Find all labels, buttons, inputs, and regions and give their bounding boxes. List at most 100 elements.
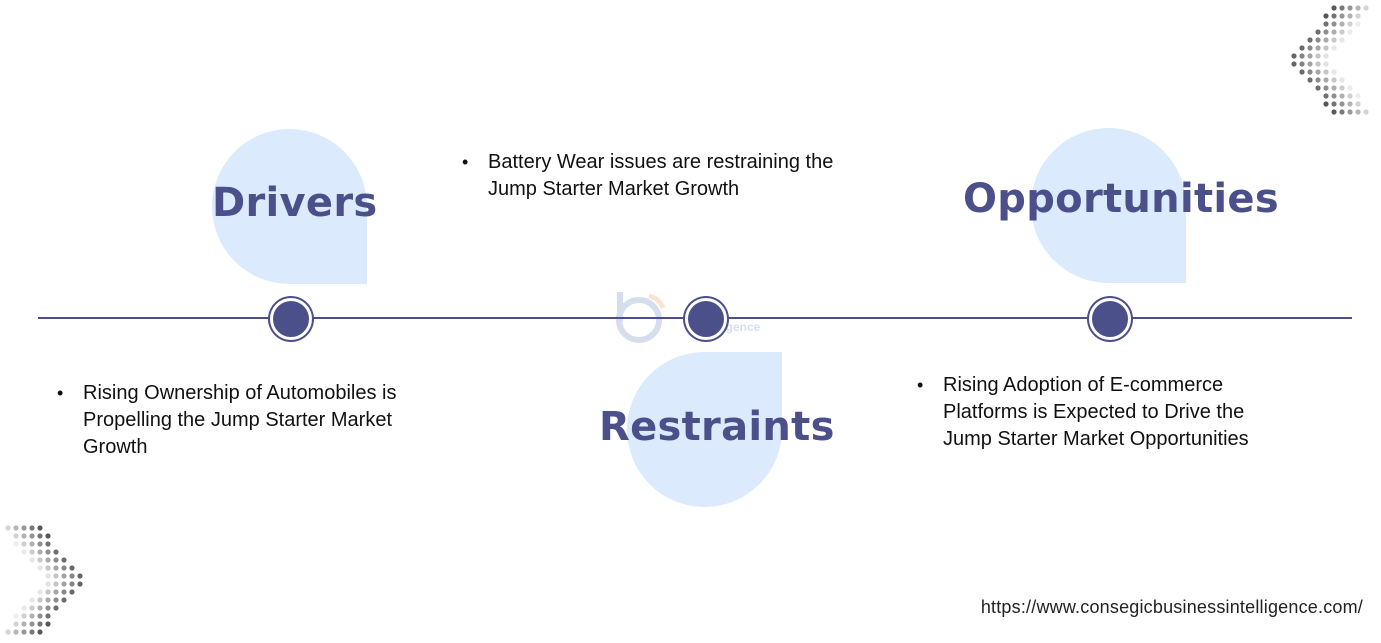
- footer-url[interactable]: https://www.consegicbusinessintelligence…: [980, 597, 1363, 617]
- pattern-dot: [1315, 37, 1321, 43]
- pattern-dot: [5, 525, 11, 531]
- pattern-dot: [1339, 101, 1345, 107]
- pattern-dot: [45, 597, 51, 603]
- pattern-dot: [21, 525, 27, 531]
- pattern-dot: [1323, 45, 1329, 51]
- pattern-dot: [1331, 29, 1337, 35]
- pattern-dot: [1331, 77, 1337, 83]
- pattern-dot: [1331, 37, 1337, 43]
- pattern-dot: [1355, 5, 1361, 11]
- pattern-dot: [1331, 13, 1337, 19]
- pattern-dot: [45, 613, 51, 619]
- pattern-dot: [1323, 69, 1329, 75]
- pattern-dot: [29, 621, 35, 627]
- restraints-bullet: • Battery Wear issues are restraining th…: [462, 149, 833, 203]
- drivers-heading: Drivers: [212, 180, 378, 226]
- watermark-logo-icon: [616, 292, 666, 343]
- bullet-dot: •: [917, 375, 924, 395]
- restraints-heading: Restraints: [599, 404, 835, 450]
- pattern-dot: [1323, 21, 1329, 27]
- pattern-dot: [37, 605, 43, 611]
- pattern-dot: [1331, 21, 1337, 27]
- pattern-dot: [45, 605, 51, 611]
- pattern-dot: [1339, 93, 1345, 99]
- pattern-dot: [1355, 21, 1361, 27]
- pattern-dot: [1299, 45, 1305, 51]
- pattern-dot: [1339, 37, 1345, 43]
- pattern-dot: [45, 557, 51, 563]
- pattern-dot: [1339, 77, 1345, 83]
- pattern-dot: [53, 589, 59, 595]
- pattern-dot: [13, 629, 19, 635]
- pattern-dot: [61, 589, 67, 595]
- dot-pattern-top-right: [1291, 5, 1369, 115]
- pattern-dot: [1323, 85, 1329, 91]
- restraints-node: [685, 298, 727, 340]
- pattern-dot: [69, 565, 75, 571]
- opportunities-node: [1089, 298, 1131, 340]
- pattern-dot: [1299, 53, 1305, 59]
- pattern-dot: [1323, 13, 1329, 19]
- pattern-dot: [53, 573, 59, 579]
- pattern-dot: [1339, 21, 1345, 27]
- pattern-dot: [37, 541, 43, 547]
- pattern-dot: [1355, 101, 1361, 107]
- pattern-dot: [53, 549, 59, 555]
- pattern-dot: [29, 557, 35, 563]
- pattern-dot: [1299, 69, 1305, 75]
- opportunities-blob: [1031, 128, 1186, 283]
- pattern-dot: [1315, 69, 1321, 75]
- pattern-dot: [21, 541, 27, 547]
- pattern-dot: [29, 525, 35, 531]
- pattern-dot: [1315, 85, 1321, 91]
- pattern-dot: [1339, 109, 1345, 115]
- pattern-dot: [1315, 61, 1321, 67]
- pattern-dot: [1347, 101, 1353, 107]
- pattern-dot: [21, 621, 27, 627]
- pattern-dot: [13, 541, 19, 547]
- pattern-dot: [1339, 29, 1345, 35]
- pattern-dot: [37, 613, 43, 619]
- pattern-dot: [29, 541, 35, 547]
- pattern-dot: [1339, 13, 1345, 19]
- pattern-dot: [1323, 61, 1329, 67]
- pattern-dot: [1315, 45, 1321, 51]
- bullet-dot: •: [462, 152, 469, 172]
- pattern-dot: [61, 565, 67, 571]
- pattern-dot: [1307, 69, 1313, 75]
- pattern-dot: [29, 613, 35, 619]
- pattern-dot: [45, 541, 51, 547]
- pattern-dot: [1355, 13, 1361, 19]
- pattern-dot: [45, 533, 51, 539]
- pattern-dot: [13, 621, 19, 627]
- pattern-dot: [37, 629, 43, 635]
- pattern-dot: [1323, 37, 1329, 43]
- pattern-dot: [29, 533, 35, 539]
- bullet-dot: •: [57, 383, 64, 403]
- pattern-dot: [61, 597, 67, 603]
- pattern-dot: [37, 557, 43, 563]
- pattern-dot: [1331, 5, 1337, 11]
- pattern-dot: [77, 581, 83, 587]
- pattern-dot: [29, 605, 35, 611]
- pattern-dot: [45, 573, 51, 579]
- pattern-dot: [37, 549, 43, 555]
- pattern-dot: [1339, 85, 1345, 91]
- pattern-dot: [1347, 5, 1353, 11]
- pattern-dot: [1323, 93, 1329, 99]
- restraints-bullet-text: Battery Wear issues are restraining the …: [488, 151, 834, 200]
- pattern-dot: [21, 605, 27, 611]
- pattern-dot: [37, 525, 43, 531]
- pattern-dot: [45, 549, 51, 555]
- drivers-blob: [212, 129, 367, 284]
- pattern-dot: [1307, 37, 1313, 43]
- pattern-dot: [61, 581, 67, 587]
- pattern-dot: [1347, 93, 1353, 99]
- pattern-dot: [1347, 13, 1353, 19]
- pattern-dot: [1291, 53, 1297, 59]
- pattern-dot: [45, 589, 51, 595]
- pattern-dot: [1355, 93, 1361, 99]
- pattern-dot: [1291, 61, 1297, 67]
- pattern-dot: [69, 589, 75, 595]
- pattern-dot: [1347, 29, 1353, 35]
